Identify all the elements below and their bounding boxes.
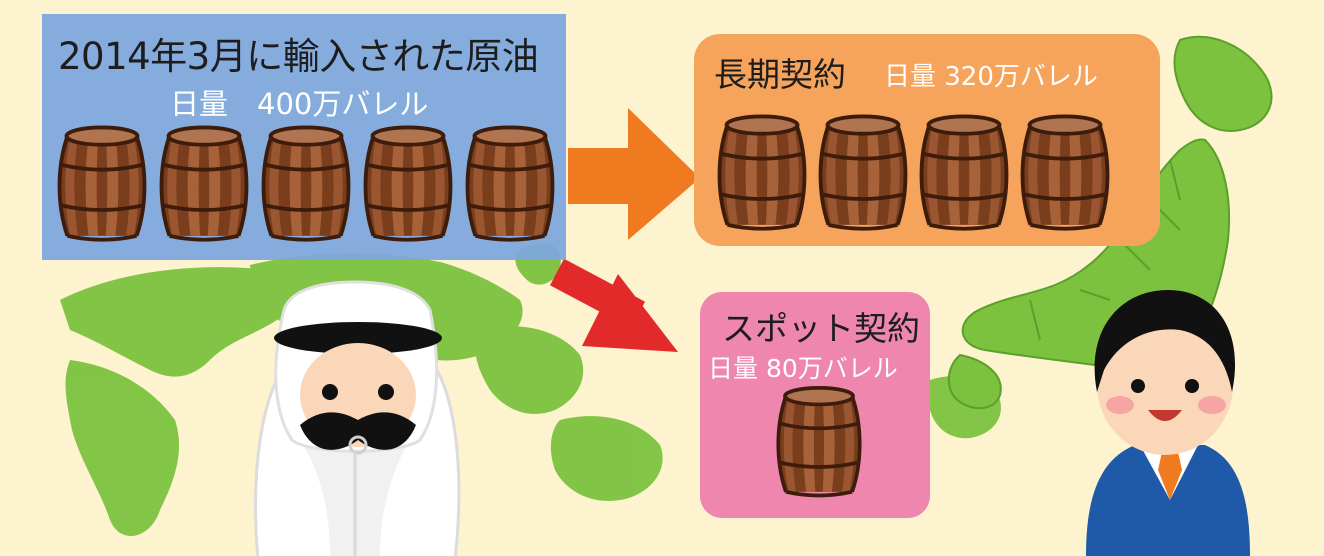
- long-term-box-title: 長期契約: [714, 55, 846, 94]
- import-barrel: [261, 125, 351, 242]
- import-box-daily-volume: 日量 400万バレル: [170, 87, 429, 121]
- long-term-barrel: [717, 114, 807, 231]
- long-term-barrel: [818, 114, 908, 231]
- spot-box-daily-volume: 日量 80万バレル: [708, 354, 898, 383]
- arrow-to-long-term: [568, 108, 700, 240]
- spot-box-title: スポット契約: [722, 309, 920, 348]
- import-box-title: 2014年3月に輸入された原油: [58, 35, 539, 78]
- long-term-barrel: [1020, 114, 1110, 231]
- long-term-barrel: [919, 114, 1009, 231]
- import-barrel: [57, 125, 147, 242]
- arab-man-illustration: [254, 280, 461, 556]
- import-barrel: [465, 125, 555, 242]
- arrow-to-spot: [549, 258, 678, 352]
- import-barrel: [159, 125, 249, 242]
- spot-barrel: [776, 386, 862, 498]
- import-barrel: [363, 125, 453, 242]
- japanese-businessman-illustration: [1086, 290, 1250, 556]
- long-term-box-daily-volume: 日量 320万バレル: [884, 62, 1098, 92]
